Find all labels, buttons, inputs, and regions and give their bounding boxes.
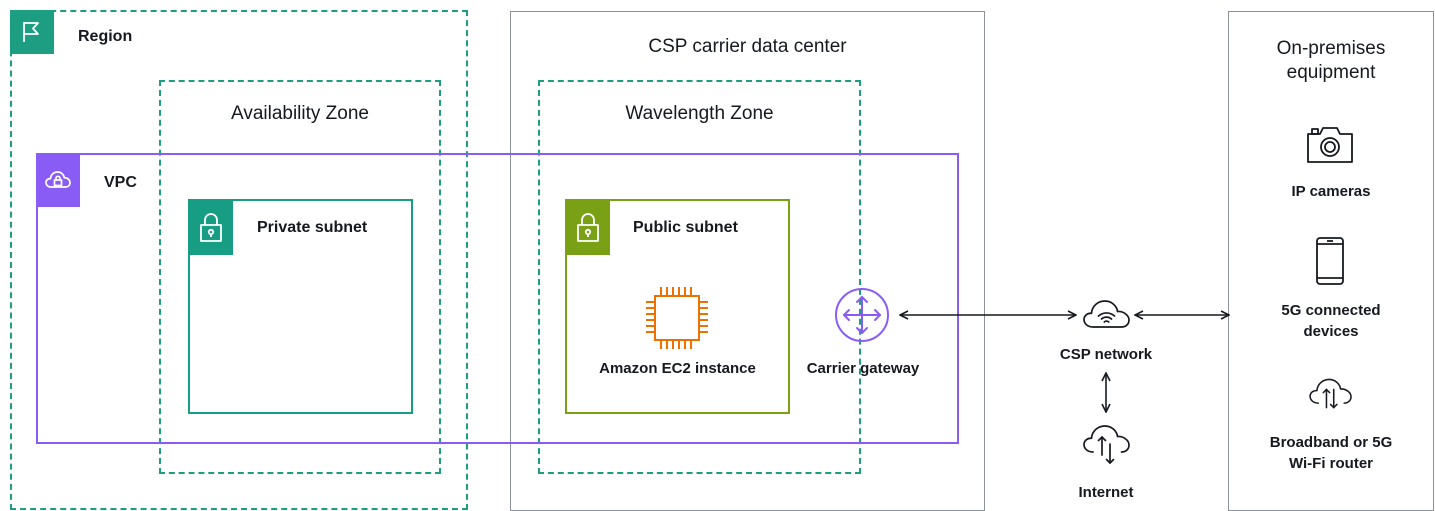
- on-premises-label: On-premises equipment: [1228, 37, 1434, 85]
- broadband-label-line2: Wi-Fi router: [1288, 455, 1374, 472]
- on-premises-label-line1: On-premises: [1276, 38, 1386, 59]
- padlock-icon: [199, 213, 222, 242]
- private-subnet-label: Private subnet: [257, 219, 368, 236]
- ip-cameras-label-text: IP cameras: [1291, 183, 1371, 200]
- csp-data-center-label-text: CSP carrier data center: [648, 36, 847, 57]
- region-label: Region: [78, 28, 133, 45]
- region-tile: [10, 10, 54, 54]
- vpc-container: [36, 153, 959, 444]
- camera-icon: [1307, 127, 1353, 163]
- connected-5g-devices-label: 5G connected devices: [1228, 300, 1434, 342]
- private-subnet-container: [188, 199, 413, 414]
- wavelength-zone-container: [538, 80, 861, 474]
- on-premises-label-line2: equipment: [1286, 62, 1376, 83]
- vpc-tile: [36, 153, 80, 207]
- broadband-router-label: Broadband or 5G Wi-Fi router: [1228, 432, 1434, 474]
- availability-zone-label: Availability Zone: [159, 103, 441, 125]
- public-subnet-label: Public subnet: [633, 219, 738, 236]
- private-subnet-tile: [188, 199, 233, 255]
- broadband-label-line1: Broadband or 5G: [1269, 434, 1393, 451]
- wavelength-zone-label: Wavelength Zone: [538, 103, 861, 125]
- availability-zone-label-text: Availability Zone: [230, 103, 369, 124]
- public-subnet-container: [565, 199, 790, 414]
- cloud-updown-icon: [1309, 378, 1352, 409]
- csp-data-center-label: CSP carrier data center: [510, 36, 985, 58]
- csp-network-label: CSP network: [1041, 346, 1171, 363]
- internet-label: Internet: [1041, 484, 1171, 501]
- internet-label-text: Internet: [1078, 484, 1134, 501]
- cloud-lock-icon: [45, 171, 71, 188]
- chip-icon: [646, 287, 708, 349]
- ec2-instance-label: Amazon EC2 instance: [565, 360, 790, 377]
- connected-5g-label-line2: devices: [1303, 323, 1359, 340]
- router-icon: [835, 288, 889, 342]
- vpc-label: VPC: [104, 174, 137, 191]
- flag-icon: [23, 22, 39, 42]
- public-subnet-tile: [565, 199, 610, 255]
- connected-5g-label-line1: 5G connected: [1281, 302, 1381, 319]
- carrier-gateway-label-text: Carrier gateway: [806, 360, 920, 377]
- ec2-instance-label-text: Amazon EC2 instance: [599, 360, 756, 377]
- cloud-updown-icon: [1083, 425, 1130, 464]
- cloud-wifi-icon: [1083, 300, 1130, 328]
- ip-cameras-label: IP cameras: [1228, 183, 1434, 200]
- csp-network-label-text: CSP network: [1059, 346, 1153, 363]
- carrier-gateway-label: Carrier gateway: [788, 360, 938, 377]
- mobile-phone-icon: [1316, 237, 1344, 285]
- wavelength-zone-label-text: Wavelength Zone: [625, 103, 774, 124]
- padlock-icon: [576, 213, 599, 242]
- availability-zone-container: [159, 80, 441, 474]
